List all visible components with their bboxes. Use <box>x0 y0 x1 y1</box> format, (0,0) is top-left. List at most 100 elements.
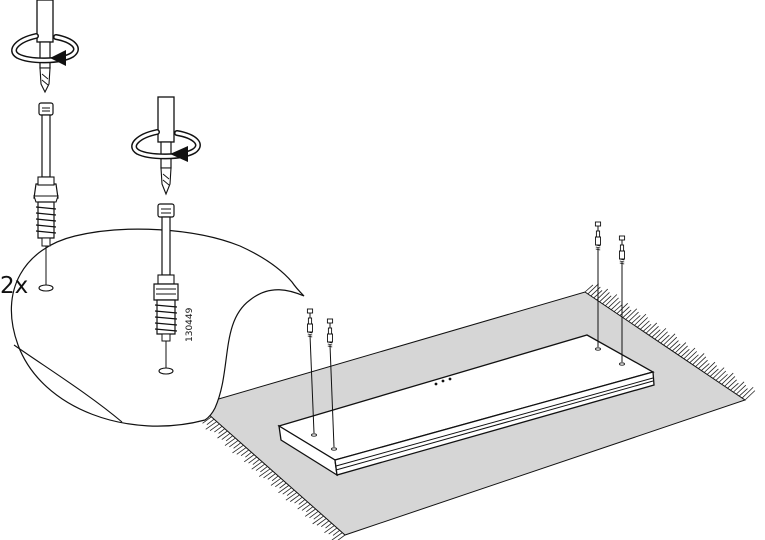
fringe-strand <box>244 454 255 463</box>
fringe-strand <box>645 322 658 334</box>
fringe-strand <box>248 456 258 464</box>
fringe-strand <box>298 499 306 505</box>
fringe-strand <box>584 284 594 293</box>
fringe-strand <box>718 374 728 383</box>
fringe-strand <box>205 421 217 430</box>
drill-hole-icon <box>331 447 337 451</box>
fringe-strand <box>625 308 638 320</box>
fringe-strand <box>316 518 327 526</box>
fringe-strand <box>258 468 271 477</box>
fringe-strand <box>217 430 228 439</box>
fringe-strand <box>324 525 335 533</box>
drill-hole-icon <box>38 284 54 292</box>
fringe-strand <box>610 300 621 310</box>
fringe-strand <box>321 520 330 527</box>
fringe-strand <box>733 381 745 393</box>
board-mark <box>434 382 438 386</box>
fringe-strand <box>709 368 719 377</box>
fringe-strand <box>251 461 263 470</box>
fringe-strand <box>312 515 324 525</box>
cam-dowel-icon <box>306 308 314 338</box>
fringe-strand <box>738 388 748 397</box>
fringe-strand <box>279 482 287 489</box>
fringe-strand <box>607 297 619 308</box>
fringe-strand <box>695 356 707 367</box>
fringe-strand <box>313 513 322 520</box>
cam-dowel-icon <box>153 203 179 342</box>
fringe-strand <box>271 475 279 482</box>
fringe-strand <box>669 340 679 350</box>
fringe-strand <box>698 359 708 369</box>
drill-hole-icon <box>619 362 625 366</box>
fringe-strand <box>325 522 332 529</box>
fringe-strand <box>677 345 688 356</box>
cam-dowel-icon <box>326 318 334 348</box>
reference-code: 130449 <box>185 307 195 342</box>
fringe-strand <box>275 480 284 488</box>
shelf-board <box>277 334 655 477</box>
fringe-strand <box>657 331 668 342</box>
fringe-strand <box>267 473 276 480</box>
fringe-strand <box>613 304 623 312</box>
fringe-strand <box>245 451 252 458</box>
cam-dowel-center <box>153 203 179 375</box>
fringe-strand <box>294 496 303 504</box>
screwdriver-icon <box>157 96 175 196</box>
fringe-strand <box>727 379 737 389</box>
fringe-strand <box>683 347 696 360</box>
fringe-strand <box>337 534 346 540</box>
fringe-strand <box>282 487 292 495</box>
drill-hole-icon <box>158 367 174 375</box>
fringe-strand <box>202 416 212 424</box>
fringe-strand <box>286 489 295 496</box>
rotate-clockwise-icon <box>11 33 79 66</box>
fringe-strand <box>680 349 690 358</box>
fringe-strand <box>703 361 716 373</box>
fringe-strand <box>674 342 687 354</box>
fringe-strand <box>660 334 670 344</box>
screwdriver-icon <box>36 0 54 94</box>
fringe-strand <box>332 529 340 536</box>
fringe-strand <box>236 447 247 455</box>
fringe-strand <box>232 444 244 454</box>
fringe-strand <box>304 508 316 517</box>
fringe-strand <box>628 311 639 322</box>
screwdriver-left <box>11 0 79 94</box>
fringe-strand <box>599 292 610 303</box>
fringe-strand <box>741 386 754 399</box>
fringe-strand <box>712 367 725 379</box>
dowel-guides <box>309 248 625 451</box>
fringe-strand <box>255 463 266 471</box>
rotate-clockwise-icon <box>131 129 201 162</box>
callout-panel-edge <box>13 344 123 423</box>
mat-fringe <box>190 283 756 540</box>
board-mark <box>441 379 445 383</box>
cam-dowel-icon <box>33 102 59 247</box>
fringe-strand <box>218 428 225 434</box>
fringe-strand <box>301 503 311 511</box>
fringe-strand <box>605 294 618 307</box>
drill-hole-icon <box>311 433 317 437</box>
fringe-strand <box>285 492 298 501</box>
fringe-strand <box>637 317 648 328</box>
fringe-strand <box>221 433 231 440</box>
fringe-strand <box>309 511 319 519</box>
fringe-strand <box>622 309 632 318</box>
fringe-strand <box>640 320 650 330</box>
drill-hole-icon <box>595 347 601 351</box>
fringe-strand <box>701 363 710 371</box>
cam-dowel-icon <box>618 235 626 265</box>
board-mark <box>448 377 452 381</box>
fringe-strand <box>666 336 678 348</box>
cam-dowel-left <box>33 102 59 292</box>
fringe-strand <box>689 354 699 363</box>
fringe-strand <box>686 351 698 362</box>
fringe-strand <box>331 532 343 540</box>
fringe-strand <box>214 425 223 433</box>
fringe-strand <box>278 485 290 494</box>
fringe-strand <box>289 494 300 502</box>
fringe-strand <box>642 323 652 332</box>
screwdriver-center <box>131 96 201 196</box>
fringe-strand <box>225 435 233 442</box>
